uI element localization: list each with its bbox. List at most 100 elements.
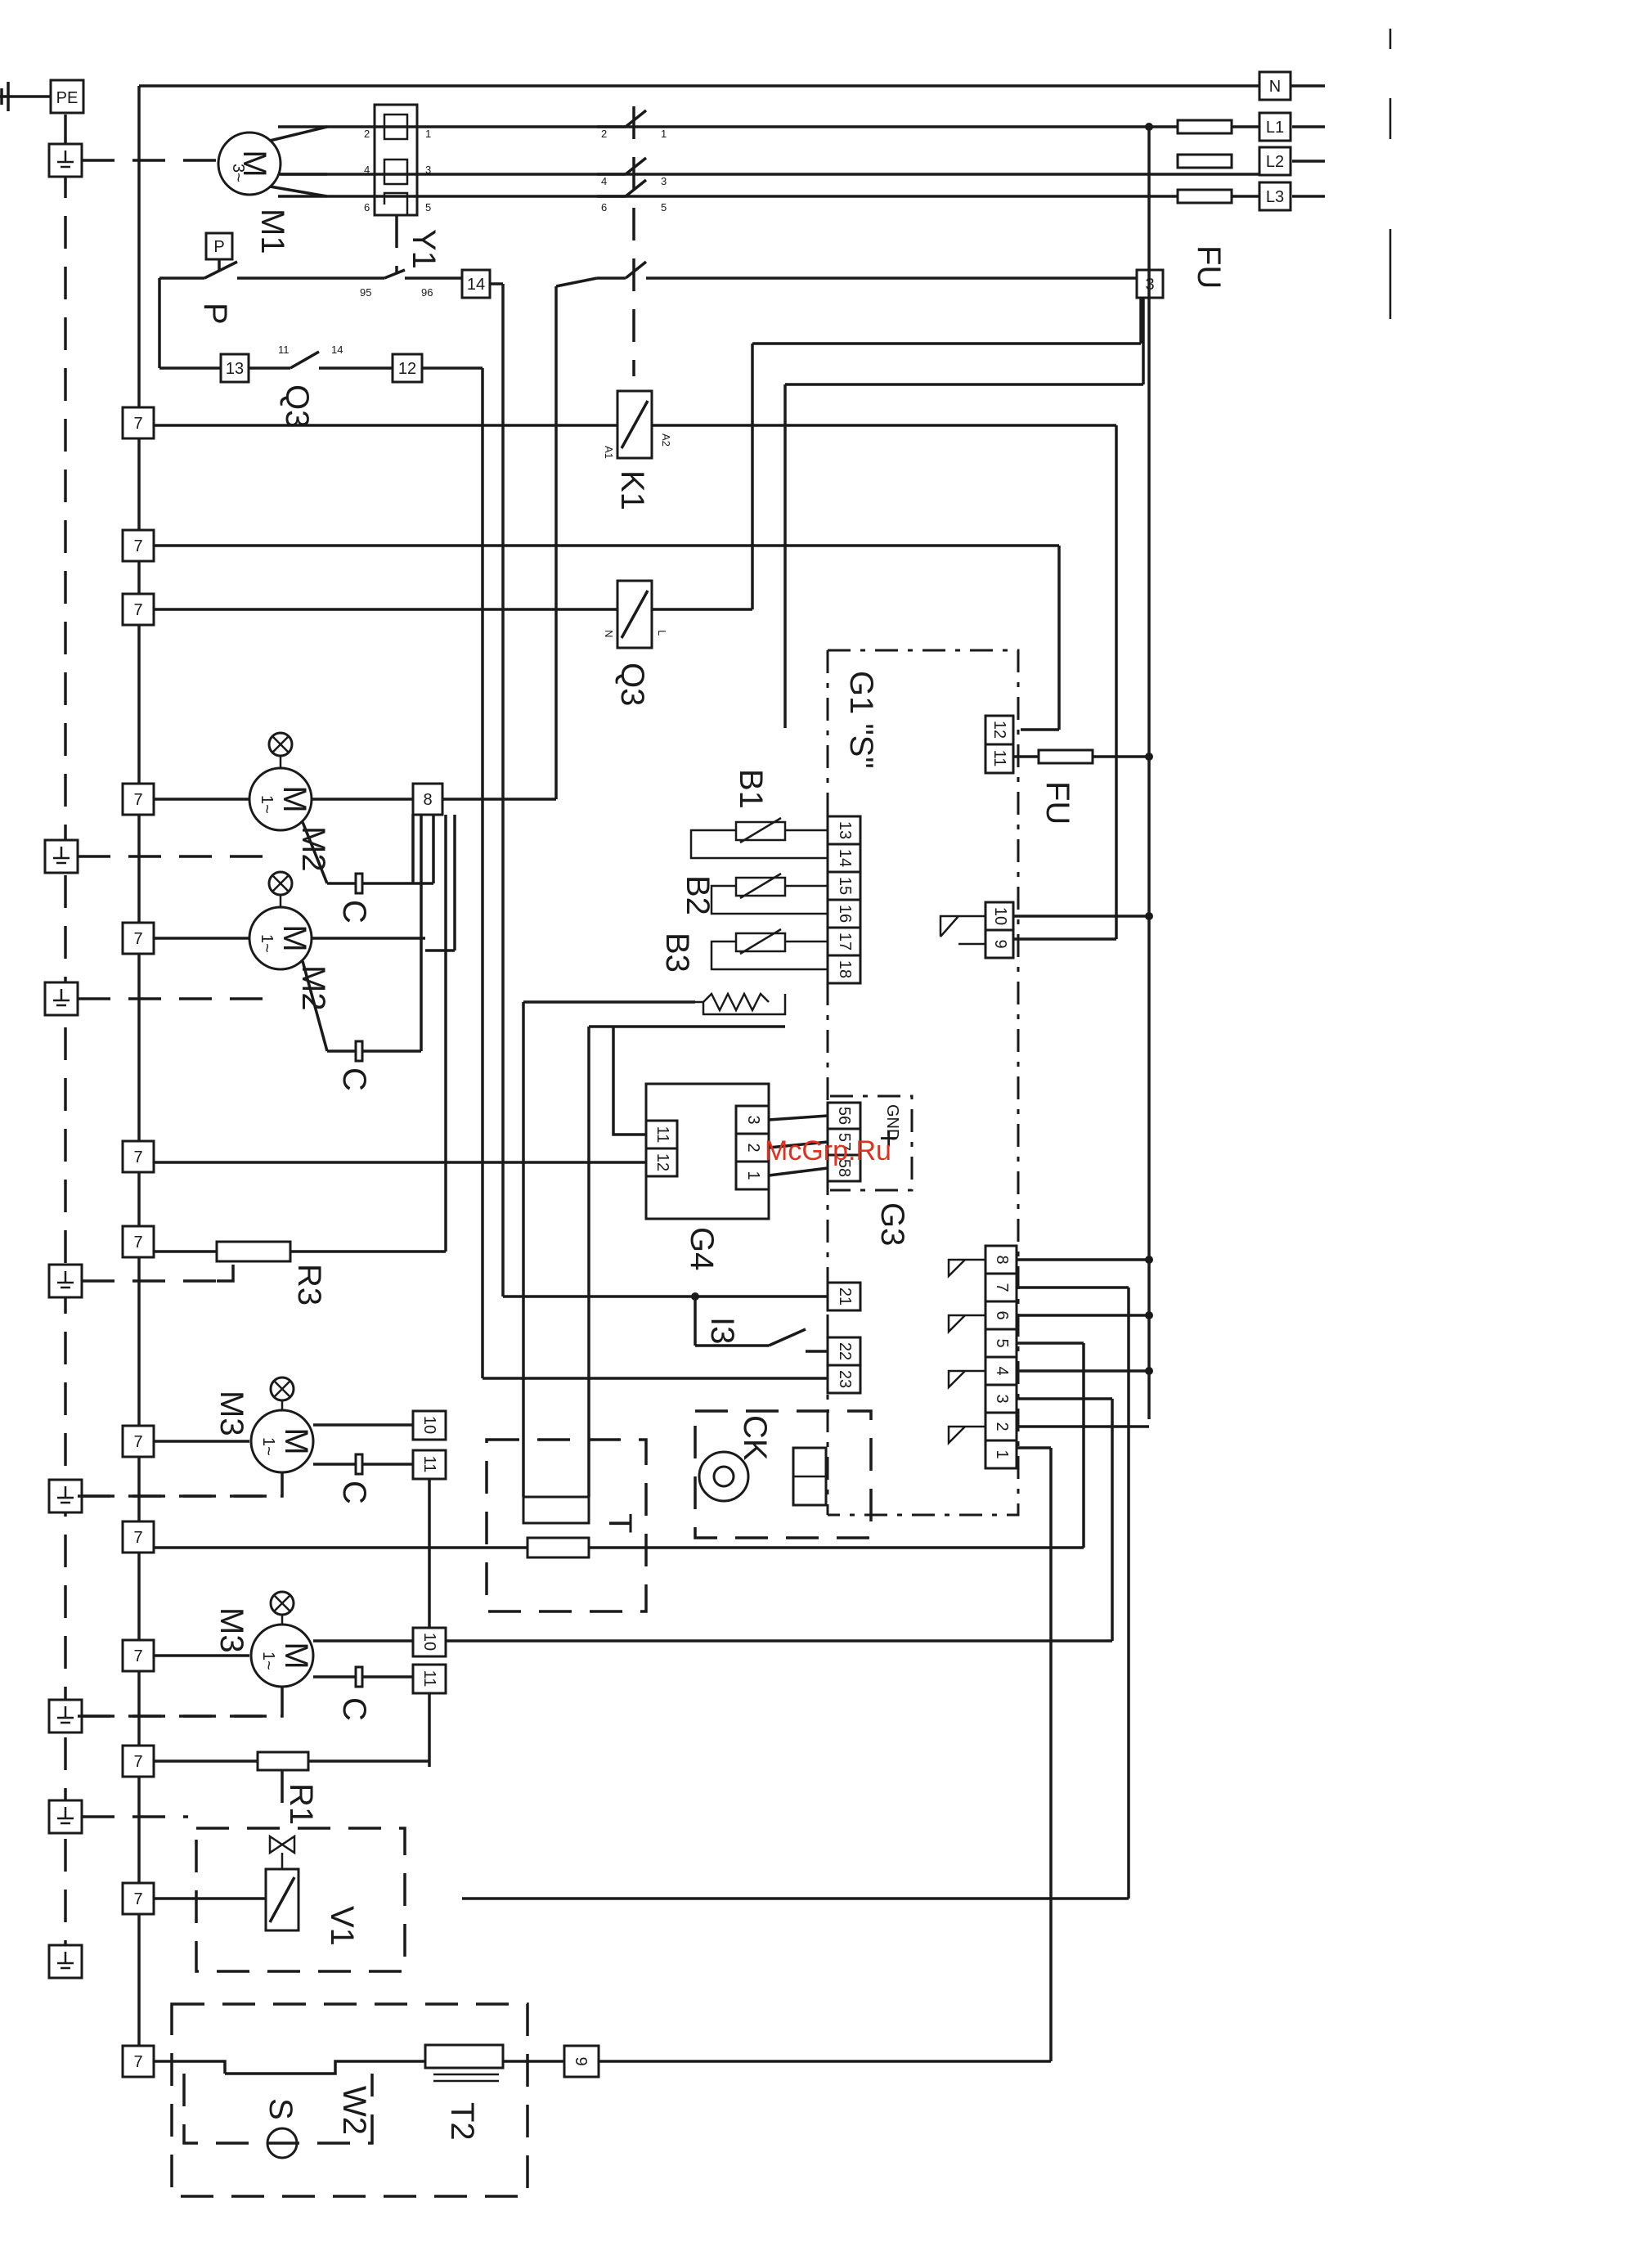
pe-terminal [49,79,85,115]
unit-ck: CK [694,1409,873,1539]
pe-label: PE [56,89,79,107]
fu-label: FU [1191,245,1227,289]
terminal-7 [121,592,155,627]
q3-contact-label: Q3 [279,384,315,428]
svg-text:7: 7 [133,1234,142,1252]
c3-label: C [336,1481,372,1504]
svg-text:7: 7 [133,1433,142,1451]
g3-label: G3 [874,1202,910,1246]
svg-text:7: 7 [133,1647,142,1665]
terminal-l3-label: L3 [1266,188,1284,206]
ground-icon [47,1799,83,1835]
capacitor [354,1665,364,1688]
controller-g1: G1 "S" 12 11 FU 13 14 15 16 17 18 10 9 [826,649,1153,1517]
m2b-label: M2 [295,965,331,1011]
terminal-8-label: 8 [423,791,432,809]
svg-text:18: 18 [836,960,854,978]
svg-text:7: 7 [133,1148,142,1166]
fan-motor-m2-lower: M 1~ M2 C [154,870,425,1091]
y1-in-2: 2 [364,128,370,140]
svg-text:23: 23 [836,1370,854,1388]
svg-text:M: M [276,924,312,951]
q3-aux-contact: 13 11 14 Q3 12 [219,344,830,1380]
t-label: T [602,1513,638,1533]
fan-motor-m3-lower: M 1~ M3 C [78,1590,413,1721]
k1-in-4: 4 [601,175,607,187]
svg-text:2: 2 [744,1143,762,1152]
s-label: S [263,2098,299,2120]
svg-text:17: 17 [836,933,854,950]
svg-text:14: 14 [836,849,854,867]
k1-a2: A2 [660,434,672,447]
b1-label: B1 [733,769,769,809]
m3b-label: M3 [213,1607,249,1653]
v1-label: V1 [324,1906,360,1946]
terminal-14 [460,268,492,299]
contactor-k1-coil: A1 A2 K1 [151,389,1118,939]
svg-text:M: M [276,785,312,812]
fan-icon [269,1590,295,1616]
svg-text:M: M [278,1642,314,1669]
resistor-r1: R1 [154,1750,429,1825]
ground-icon [47,1478,83,1514]
sensor-b3: B3 [659,928,828,973]
terminal-7 [121,2044,155,2078]
m1-label: M1 [254,209,290,254]
svg-text:13: 13 [836,821,854,839]
k1-in-6: 6 [601,201,607,213]
q3-coil: N L Q3 [151,579,752,706]
valve-icon [268,1834,296,1855]
svg-text:1: 1 [993,1449,1011,1458]
terminal-7 [121,1225,155,1259]
terminal-12-label: 12 [398,360,416,378]
m2a-label: M2 [295,826,331,872]
terminal-7 [121,1139,155,1174]
k1-out-1: 1 [661,128,667,140]
ground-icon [47,142,83,178]
svg-text:3: 3 [744,1115,762,1124]
svg-text:12: 12 [990,721,1008,739]
k1-a1: A1 [603,446,615,459]
g1-label: G1 "S" [843,671,879,769]
b2-label: B2 [680,875,716,915]
svg-text:11: 11 [990,750,1008,767]
w2-label: W2 [336,2086,372,2135]
module-g4: 11 12 3 2 1 G4 [612,1027,828,1270]
capacitor [354,1453,364,1476]
k1-in-2: 2 [601,128,607,140]
m3a-label: M3 [213,1391,249,1436]
k1-label: K1 [614,470,650,510]
terminal-7 [121,1520,155,1554]
terminal-l2-label: L2 [1266,153,1284,171]
svg-text:57: 57 [835,1133,853,1151]
svg-text:7: 7 [133,930,142,948]
fuse-l1 [1176,119,1233,135]
m1-phase-symbol: 3~ [229,164,247,182]
terminal-13-label: 13 [226,360,244,378]
y1-in-6: 6 [364,201,370,213]
terminal-7 [121,782,155,816]
svg-text:6: 6 [993,1310,1011,1319]
y1-label: Y1 [406,229,442,269]
svg-text:11: 11 [420,1456,438,1473]
svg-text:1~: 1~ [259,1437,277,1456]
fu2-label: FU [1039,781,1075,825]
fuse-g1 [1037,748,1094,765]
c1-label: C [336,900,372,924]
svg-text:1~: 1~ [258,934,276,953]
terminal-l2 [1258,146,1292,177]
g4-label: G4 [684,1227,720,1270]
terminal-n [1258,70,1292,101]
three-phase-lines: FU [278,119,1259,289]
pe-earth-bus: PE [0,79,85,1963]
terminal-7 [121,1424,155,1458]
p-small-label: P [213,238,224,256]
svg-text:11: 11 [420,1670,438,1688]
fan-icon [267,731,294,757]
fuse-l2 [1176,153,1233,169]
ground-links [78,159,282,1818]
capacitor [354,872,364,895]
svg-text:7: 7 [133,537,142,555]
watermark: McGrp.Ru [765,1135,891,1166]
